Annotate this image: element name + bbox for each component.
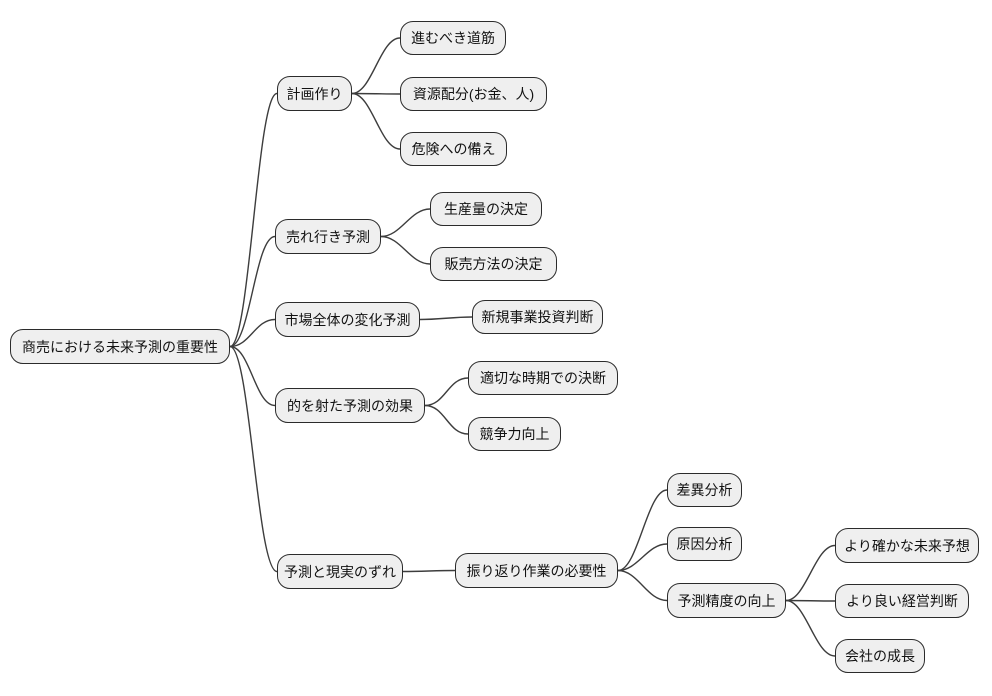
mindmap-node-planning[interactable]: 計画作り xyxy=(277,76,352,111)
mindmap-node-root[interactable]: 商売における未来予測の重要性 xyxy=(10,329,230,364)
mindmap-node-resource-allocation[interactable]: 資源配分(お金、人) xyxy=(400,77,547,111)
edge-resource-allocation xyxy=(351,92,401,95)
edge-better-management xyxy=(785,599,836,602)
edge-reliable-future-forecast xyxy=(785,544,836,602)
edge-accurate-forecast-effect xyxy=(229,345,276,407)
edge-new-business-investment xyxy=(419,316,473,321)
edge-cause-analysis xyxy=(617,543,668,572)
mindmap-node-cause-analysis[interactable]: 原因分析 xyxy=(667,527,742,561)
mindmap-node-timely-decision[interactable]: 適切な時期での決断 xyxy=(468,361,618,395)
edge-review-necessity xyxy=(402,569,456,573)
edge-competitiveness xyxy=(424,404,469,435)
edge-market-change-forecast xyxy=(229,318,276,348)
mindmap-node-competitiveness[interactable]: 競争力向上 xyxy=(468,417,561,451)
edge-path-forward xyxy=(351,37,401,95)
edge-accuracy-improvement xyxy=(617,569,668,602)
edge-risk-preparation xyxy=(351,92,401,150)
mindmap-node-reliable-future-forecast[interactable]: より確かな未来予想 xyxy=(835,528,979,563)
mindmap-node-difference-analysis[interactable]: 差異分析 xyxy=(667,473,742,507)
edge-production-volume xyxy=(380,208,431,238)
edge-difference-analysis xyxy=(617,489,668,572)
mindmap-node-review-necessity[interactable]: 振り返り作業の必要性 xyxy=(455,553,618,588)
mindmap-node-market-change-forecast[interactable]: 市場全体の変化予測 xyxy=(275,302,420,337)
mindmap-node-new-business-investment[interactable]: 新規事業投資判断 xyxy=(472,300,603,334)
mindmap-node-path-forward[interactable]: 進むべき道筋 xyxy=(400,21,506,55)
mindmap-node-sales-forecast[interactable]: 売れ行き予測 xyxy=(275,219,381,254)
mindmap-node-company-growth[interactable]: 会社の成長 xyxy=(835,639,925,673)
mindmap-node-forecast-reality-gap[interactable]: 予測と現実のずれ xyxy=(277,554,403,589)
edge-sales-method xyxy=(380,235,431,265)
edge-planning xyxy=(229,92,278,348)
edge-timely-decision xyxy=(424,377,469,407)
edge-forecast-reality-gap xyxy=(229,345,278,573)
mindmap-node-production-volume[interactable]: 生産量の決定 xyxy=(430,192,542,226)
mindmap-node-risk-preparation[interactable]: 危険への備え xyxy=(400,132,507,166)
edge-company-growth xyxy=(785,599,836,657)
mindmap-node-accuracy-improvement[interactable]: 予測精度の向上 xyxy=(667,583,786,618)
mindmap-node-sales-method[interactable]: 販売方法の決定 xyxy=(430,247,557,281)
mindmap-node-better-management[interactable]: より良い経営判断 xyxy=(835,584,969,618)
edge-sales-forecast xyxy=(229,235,276,348)
mindmap-node-accurate-forecast-effect[interactable]: 的を射た予測の効果 xyxy=(275,388,425,423)
